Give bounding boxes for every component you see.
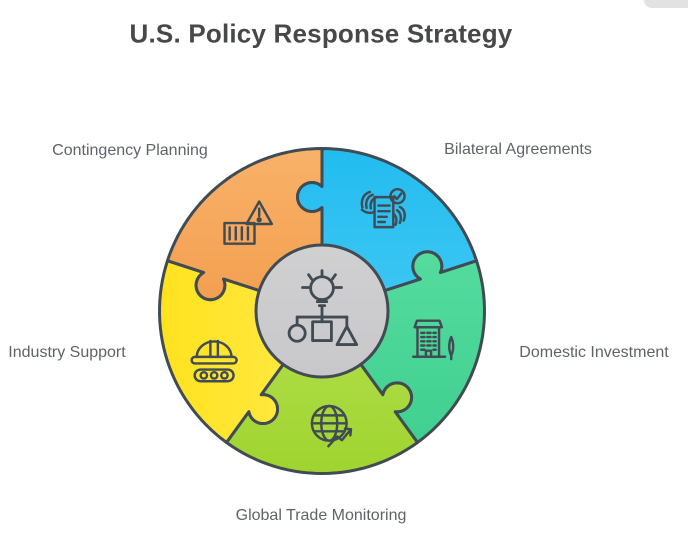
building-tree-icon xyxy=(412,319,455,361)
segment-label-contingency-planning: Contingency Planning xyxy=(52,142,208,159)
page-title: U.S. Policy Response Strategy xyxy=(129,18,513,49)
globe-growth-icon xyxy=(310,404,353,448)
segment-label-global-trade-monitoring: Global Trade Monitoring xyxy=(235,507,407,524)
idea-strategy-icon xyxy=(287,269,359,347)
hardhat-conveyor-icon xyxy=(190,339,238,383)
signed-document-icon xyxy=(360,187,406,229)
corner-overlay xyxy=(644,0,688,8)
segment-label-industry-support: Industry Support xyxy=(8,344,126,361)
segment-label-bilateral-agreements: Bilateral Agreements xyxy=(444,141,592,158)
container-warning-icon xyxy=(223,200,274,245)
segment-label-domestic-investment: Domestic Investment xyxy=(519,344,669,361)
